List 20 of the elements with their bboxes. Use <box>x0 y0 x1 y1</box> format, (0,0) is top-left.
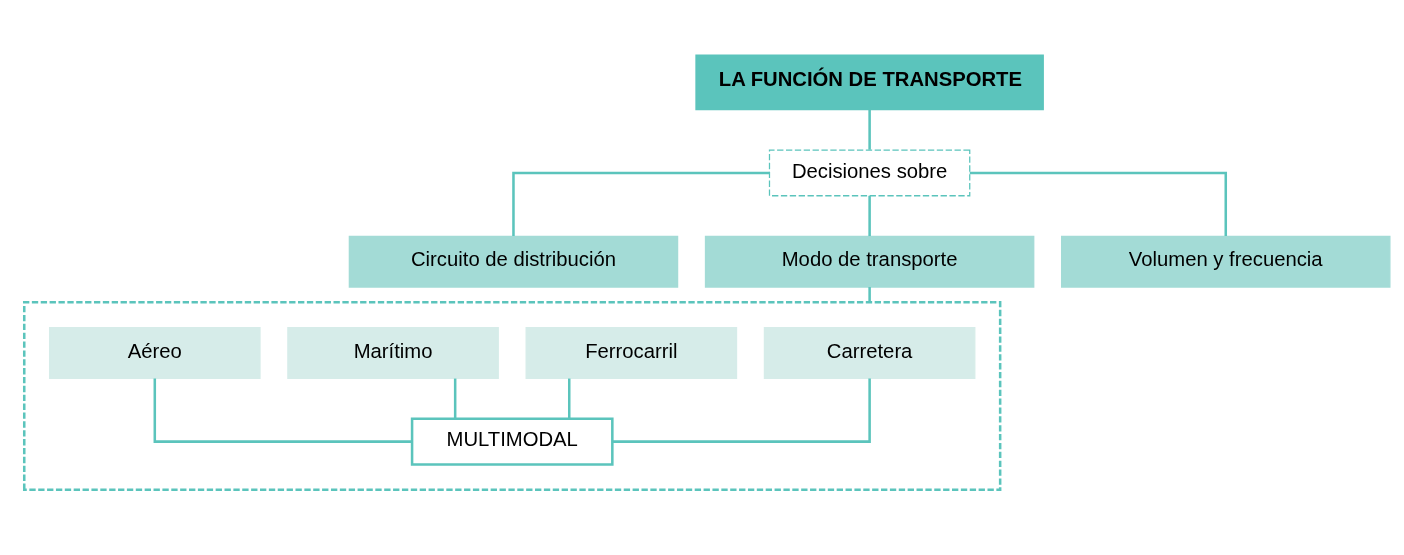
node-box: Aéreo <box>48 326 261 379</box>
node-box: Modo de transporte <box>704 235 1035 288</box>
node-box: MULTIMODAL <box>410 417 614 466</box>
connector <box>153 378 412 443</box>
node-box: LA FUNCIÓN DE TRANSPORTE <box>695 54 1044 111</box>
connector <box>512 171 770 236</box>
node-box: Carretera <box>763 326 976 379</box>
connector <box>868 195 871 237</box>
connector <box>567 378 571 419</box>
connector <box>969 171 1228 236</box>
node-box: Marítimo <box>287 326 499 379</box>
connector <box>612 378 871 443</box>
connector <box>868 287 871 303</box>
node-box: Volumen y frecuencia <box>1061 235 1391 288</box>
node-box: Decisiones sobre <box>768 149 971 197</box>
node-box: Ferrocarril <box>525 326 738 379</box>
node-box: Circuito de distribución <box>348 235 679 288</box>
cluster <box>23 300 1002 492</box>
connector <box>868 110 871 150</box>
connector <box>453 378 457 419</box>
